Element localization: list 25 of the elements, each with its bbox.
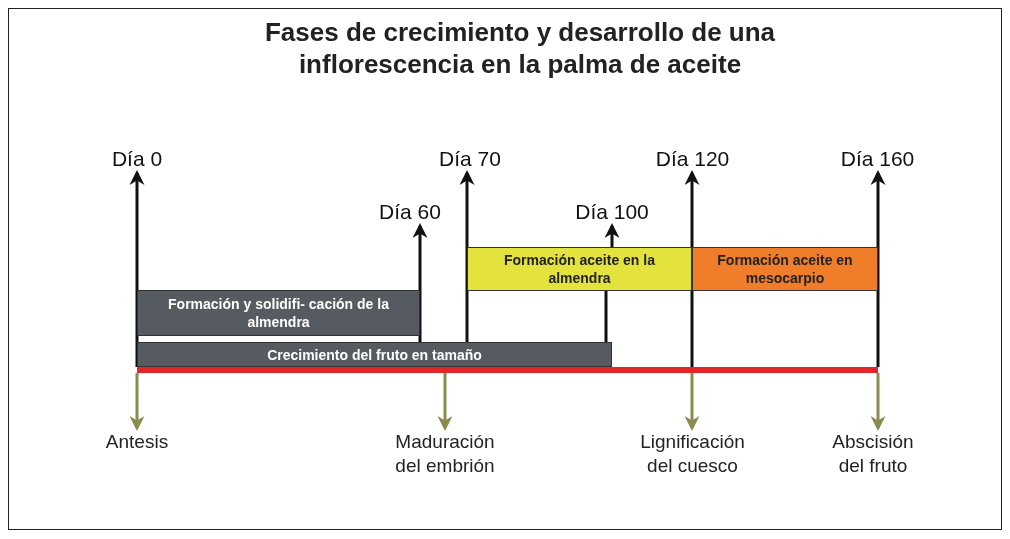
- arrow: [684, 373, 700, 431]
- arrow: [870, 170, 886, 367]
- arrow: [412, 223, 428, 342]
- event-label: Abscisión del fruto: [808, 428, 938, 480]
- day-label: Día 0: [97, 145, 177, 173]
- event-label: Lignificación del cuesco: [625, 428, 760, 480]
- arrow: [870, 373, 886, 431]
- timeline-bar: [137, 367, 878, 373]
- arrow: [604, 223, 620, 247]
- phase-bar: Formación aceite en mesocarpio: [692, 247, 878, 291]
- day-label: Día 160: [825, 145, 930, 173]
- phase-bar: Crecimiento del fruto en tamaño: [137, 342, 612, 367]
- arrow: [459, 170, 475, 342]
- title: Fases de crecimiento y desarrollo de una inflorescencia en la palma de aceite: [263, 16, 777, 80]
- arrow: [129, 373, 145, 431]
- phase-bar: Formación aceite en la almendra: [467, 247, 692, 291]
- day-label: Día 120: [640, 145, 745, 173]
- arrow: [129, 170, 145, 367]
- event-label: Maduración del embrión: [380, 428, 510, 480]
- day-label: Día 70: [425, 145, 515, 173]
- day-label: Día 100: [557, 198, 667, 226]
- arrow: [437, 373, 453, 431]
- event-label: Antesis: [82, 428, 192, 456]
- phase-bar: Formación y solidifi- cación de la almendra: [137, 290, 420, 336]
- day-label: Día 60: [365, 198, 455, 226]
